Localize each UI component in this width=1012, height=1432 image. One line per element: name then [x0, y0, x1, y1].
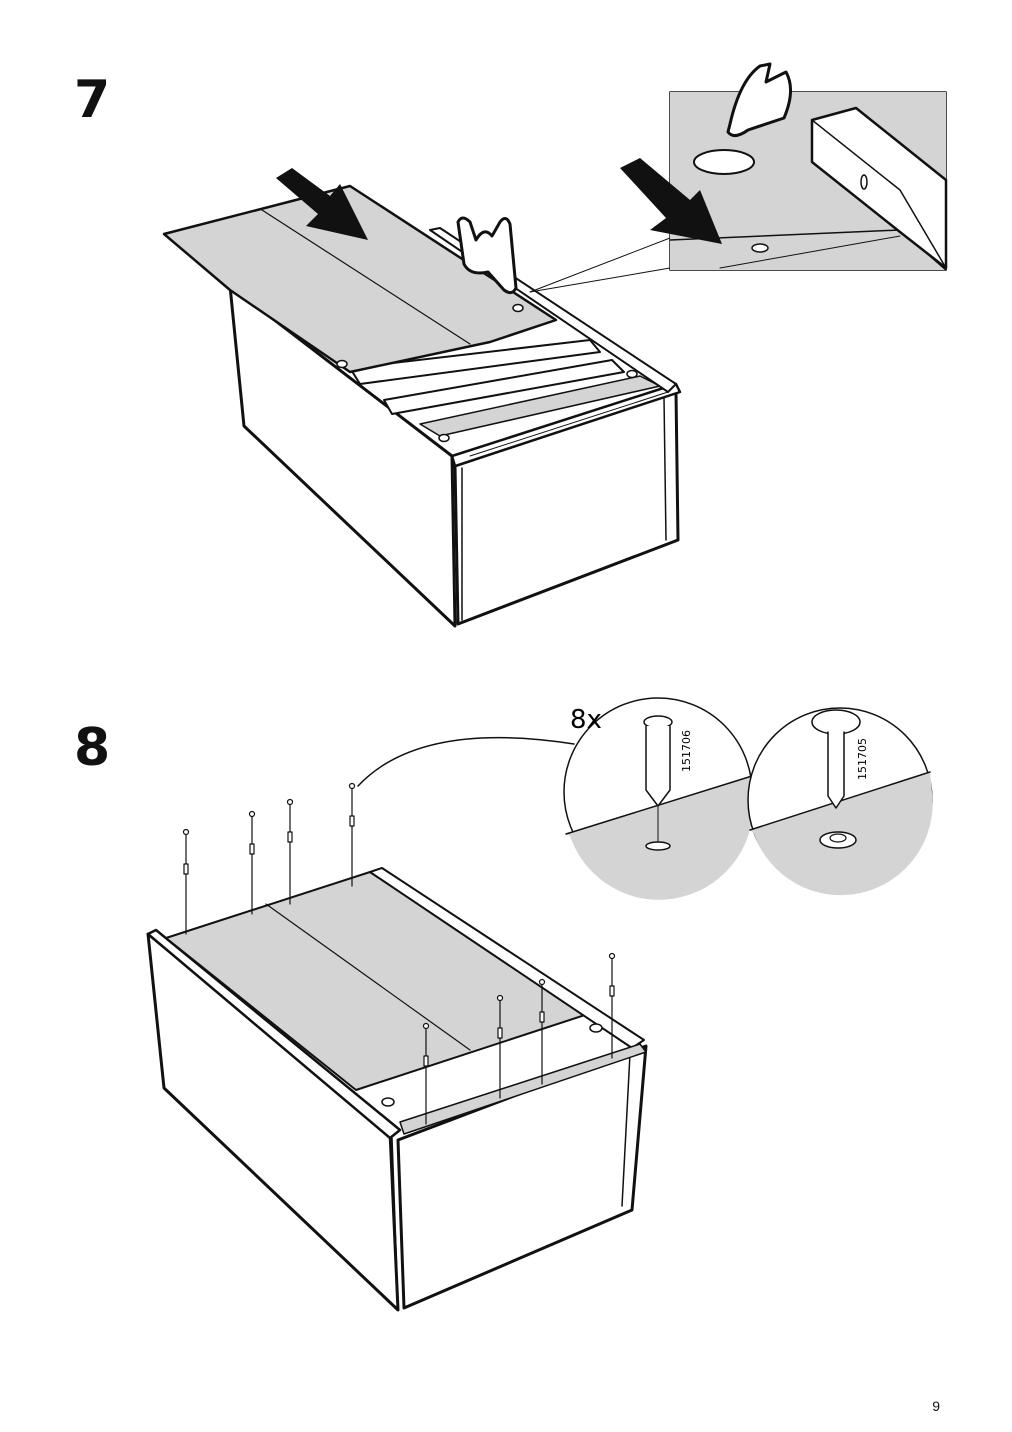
screw-plug-icon [182, 782, 616, 1125]
part-number-label: 151705 [856, 738, 869, 780]
hole-icon [693, 149, 755, 175]
pointing-hand-icon [456, 216, 518, 295]
part-number-label: 151706 [680, 730, 693, 772]
push-arrow-icon [620, 158, 722, 244]
detail-circle-151706 [563, 697, 754, 900]
page-number: 9 [932, 1398, 940, 1414]
push-arrow-icon [276, 168, 368, 240]
cabinet-side-rail [369, 867, 645, 1049]
cabinet-side-panel [228, 284, 457, 628]
step-7-drawing [162, 62, 948, 628]
bottom-panel [162, 184, 558, 374]
step-number: 8 [74, 718, 111, 778]
step-8-drawing [146, 697, 933, 1312]
quantity-label: 8x [570, 705, 602, 735]
detail-circle-151705 [747, 707, 933, 896]
pointing-hand-icon [726, 62, 792, 137]
step-number: 7 [74, 70, 111, 130]
